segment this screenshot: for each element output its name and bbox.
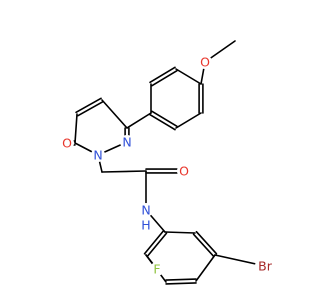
atom-f: F	[150, 262, 164, 277]
atom-o-amide: O	[177, 164, 191, 179]
molecule-structure: O O O N N N H F	[60, 40, 275, 285]
atom-nh-label: N	[141, 203, 150, 218]
bond-line-24b	[165, 282, 197, 285]
atom-nh: N	[139, 203, 153, 218]
bond-line-12	[74, 113, 78, 144]
bond-line-22b	[195, 230, 218, 255]
atom-o-ring-carbonyl: O	[60, 136, 74, 151]
atom-n2-label: N	[122, 135, 131, 150]
bond-line-3b	[151, 69, 178, 87]
bond-line-14	[101, 99, 128, 129]
atom-o-methoxy-label: O	[200, 55, 210, 70]
bond-line-26b	[143, 229, 165, 255]
atom-br-label: Br	[258, 259, 273, 274]
bond-line-13b	[75, 97, 102, 114]
bond-line-21	[164, 231, 196, 234]
atom-n1-label: N	[93, 148, 102, 163]
bond-line-13a	[77, 100, 104, 117]
atom-n1: N	[91, 148, 105, 163]
bond-line-8	[126, 112, 152, 129]
bond-line-5a	[149, 113, 176, 131]
atom-n2: N	[120, 135, 134, 150]
bond-line-6	[175, 112, 202, 129]
bond-line-23	[195, 254, 216, 282]
atom-h-label: H	[141, 218, 150, 233]
atom-o-ring-label: O	[62, 136, 72, 151]
atom-br: Br	[255, 256, 275, 276]
atom-o-amide-label: O	[179, 164, 189, 179]
bond-line-3a	[149, 66, 176, 84]
atom-label-group: O O O N N N H F	[60, 55, 275, 277]
bond-line-22a	[192, 233, 215, 258]
bond-line-17	[101, 170, 147, 173]
atom-f-label: F	[153, 262, 160, 277]
bond-line-5b	[151, 110, 178, 128]
atom-o-methoxy: O	[198, 55, 212, 70]
bond-line-24a	[165, 278, 197, 281]
bond-line-26a	[146, 232, 168, 258]
atom-h: H	[140, 218, 152, 233]
bond-line-2	[175, 68, 202, 85]
